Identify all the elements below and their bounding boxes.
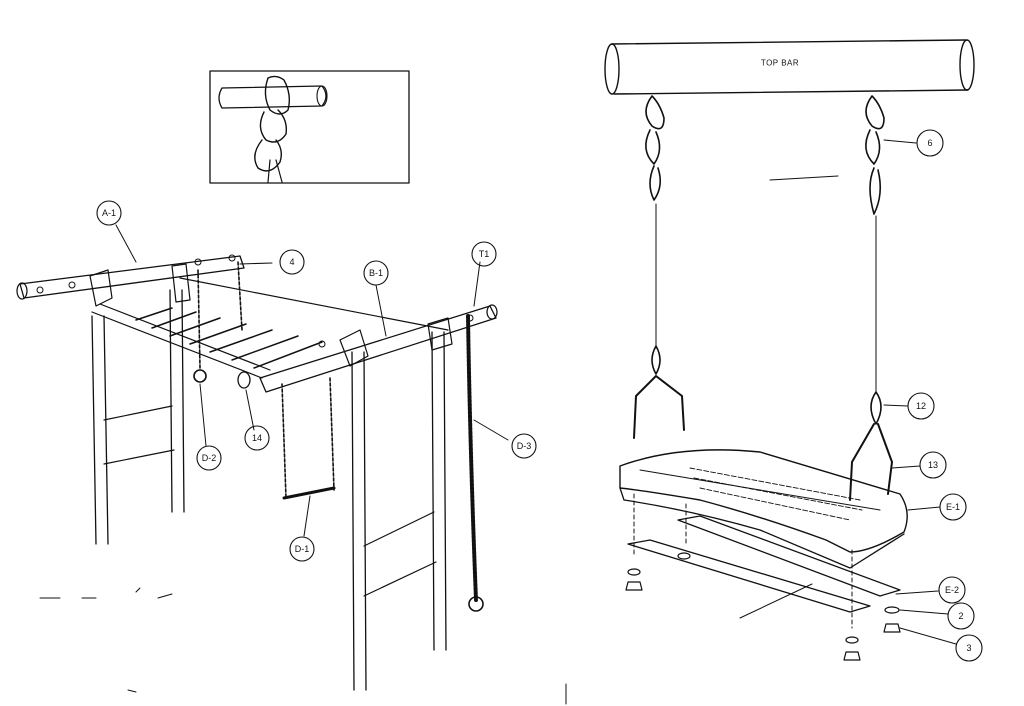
inset-detail <box>209 70 410 184</box>
swing-hanger-right <box>849 95 893 501</box>
svg-text:T1: T1 <box>479 249 490 259</box>
top-bar: TOP BAR <box>604 39 975 95</box>
frame-legs <box>91 289 447 691</box>
callout-3: 3 <box>955 634 983 662</box>
leader-lines-right <box>769 139 957 645</box>
callout-d1: D-1 <box>289 536 315 562</box>
svg-text:E-2: E-2 <box>945 585 959 595</box>
ring-chain <box>193 269 207 383</box>
callout-2: 2 <box>947 602 975 630</box>
monkey-bar-rungs <box>135 307 323 369</box>
callout-6: 6 <box>916 129 944 157</box>
swing-assembly: TOP BAR <box>604 39 983 662</box>
svg-text:3: 3 <box>966 643 971 653</box>
callout-b1: B-1 <box>363 260 389 286</box>
svg-text:TOP BAR: TOP BAR <box>761 59 799 68</box>
swing-seat <box>619 449 908 569</box>
svg-text:D-2: D-2 <box>202 453 217 463</box>
svg-text:B-1: B-1 <box>369 268 383 278</box>
svg-text:E-1: E-1 <box>946 502 960 512</box>
swing-hanger-left <box>633 95 685 439</box>
callout-e1: E-1 <box>939 493 967 521</box>
svg-text:4: 4 <box>289 257 294 267</box>
end-cap <box>237 371 251 389</box>
callout-14: 14 <box>244 425 270 451</box>
seat-brackets <box>627 493 901 629</box>
trapeze-bar <box>281 377 336 500</box>
callout-d2: D-2 <box>196 445 222 471</box>
seat-hardware <box>625 552 901 661</box>
leader-lines <box>115 224 509 537</box>
svg-text:2: 2 <box>958 611 963 621</box>
monkey-bar-assembly: A-1 4 B-1 T1 D-2 14 D-1 D-3 <box>16 70 537 691</box>
callout-d3: D-3 <box>511 433 537 459</box>
svg-text:12: 12 <box>916 401 926 411</box>
callout-12: 12 <box>907 392 935 420</box>
svg-text:A-1: A-1 <box>102 208 116 218</box>
callout-a1: A-1 <box>96 200 122 226</box>
svg-text:D-1: D-1 <box>295 544 310 554</box>
callout-e2: E-2 <box>938 576 966 604</box>
svg-text:D-3: D-3 <box>517 441 532 451</box>
callout-4-left: 4 <box>279 249 305 275</box>
callout-13: 13 <box>919 451 947 479</box>
climbing-rope <box>466 314 484 612</box>
hanging-chain <box>237 261 243 331</box>
svg-text:6: 6 <box>927 138 932 148</box>
svg-text:14: 14 <box>252 433 262 443</box>
scan-marks <box>39 587 567 705</box>
top-rails <box>16 254 498 393</box>
callout-t1: T1 <box>471 241 497 267</box>
svg-text:13: 13 <box>928 460 938 470</box>
